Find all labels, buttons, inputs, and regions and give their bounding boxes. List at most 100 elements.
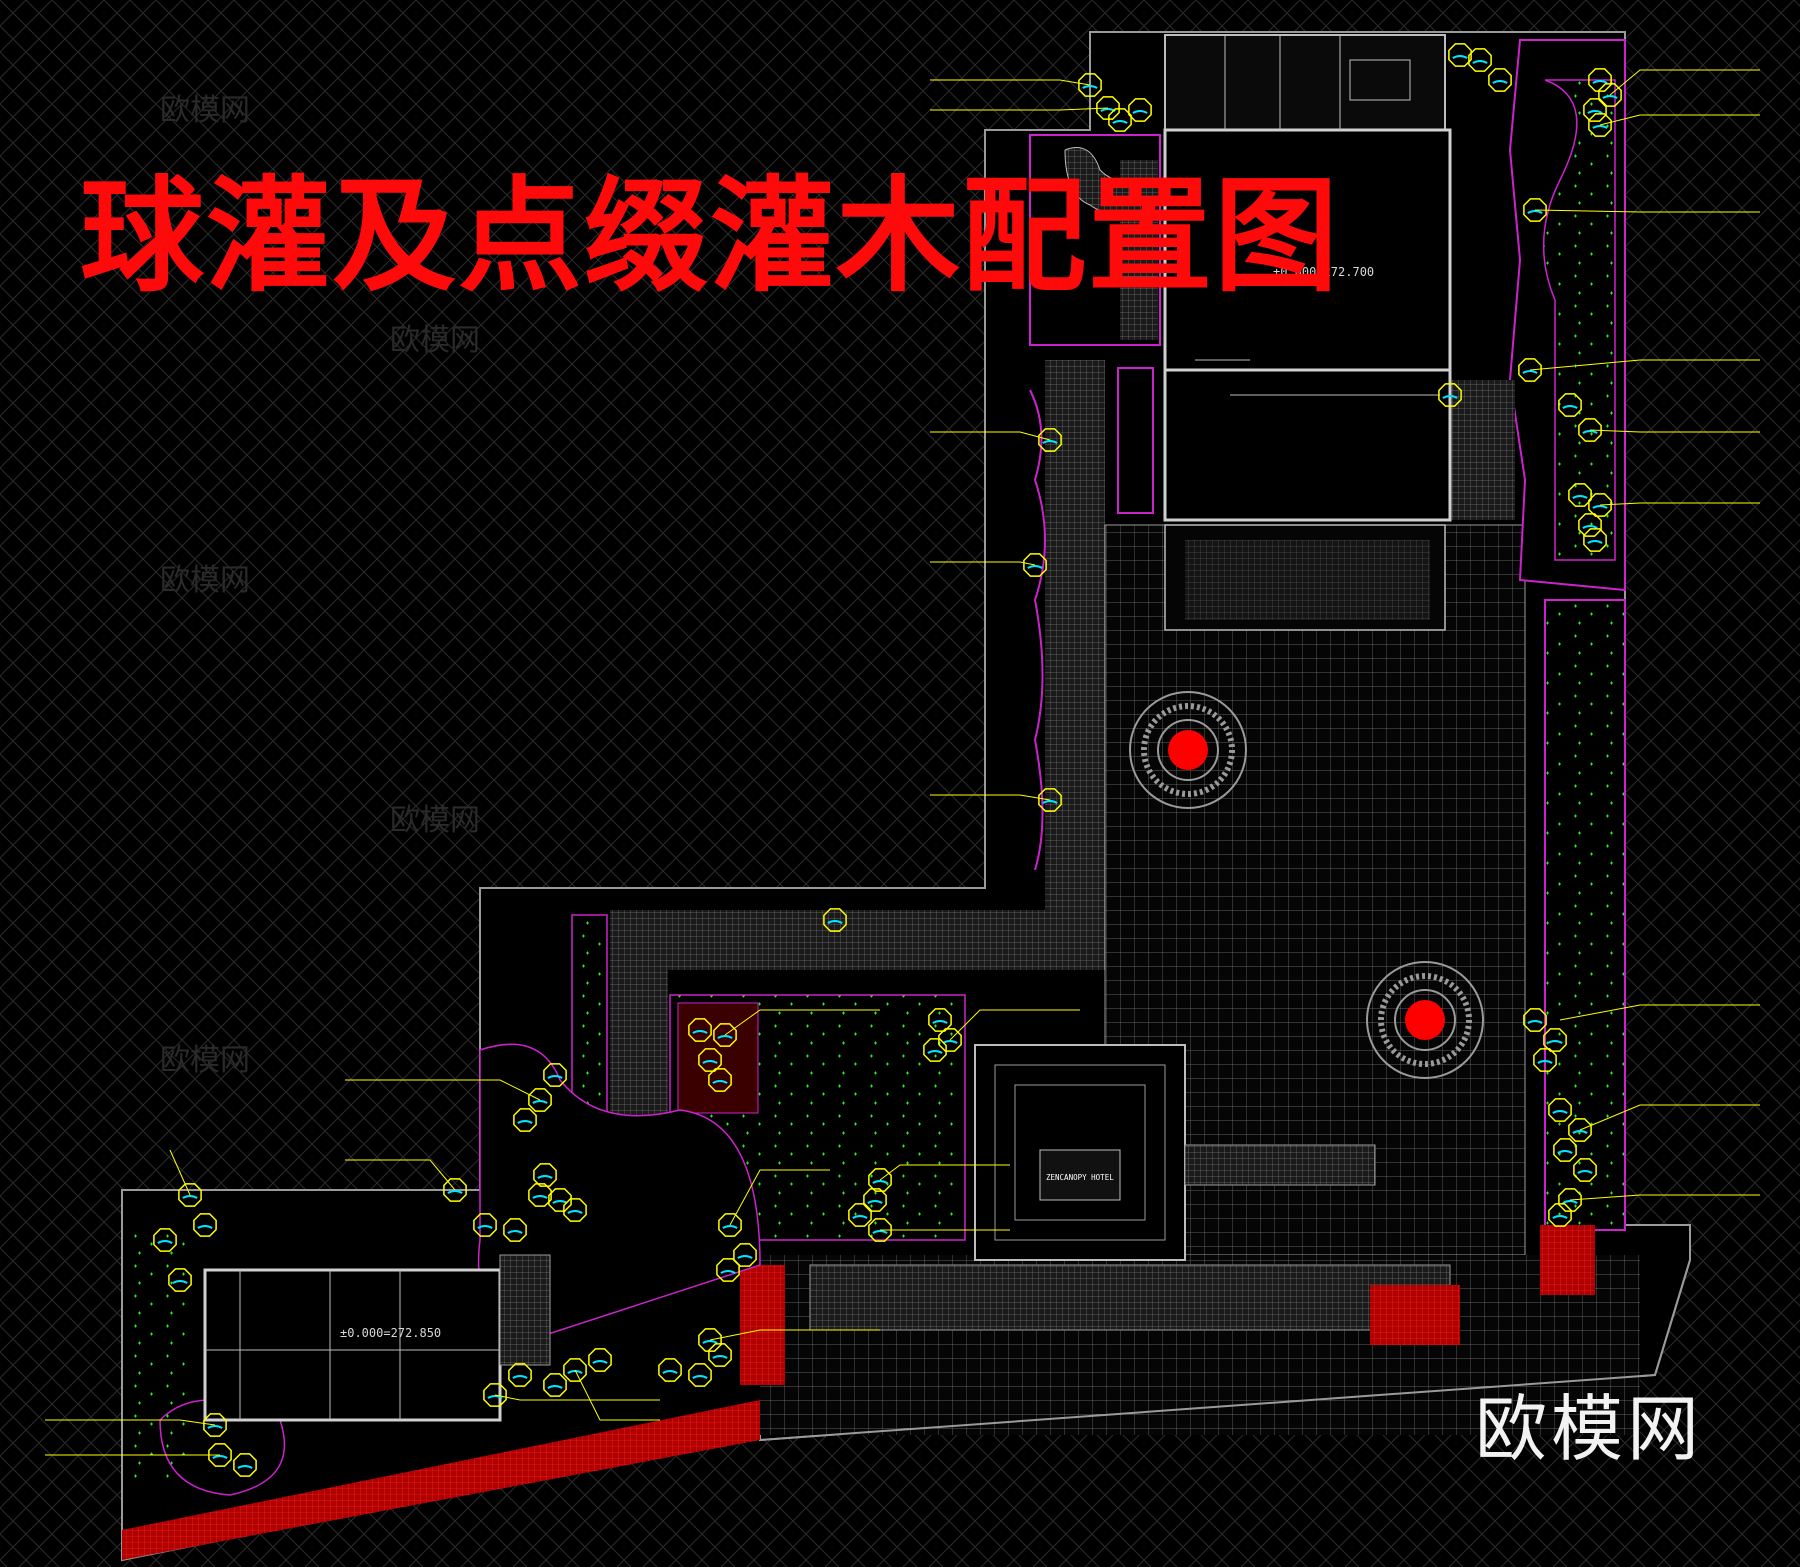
shrub-marker [938,1028,962,1052]
shrub-marker-accent [512,1375,528,1379]
shrub-marker [688,1363,712,1387]
callout-leader [494,1394,660,1401]
shrub-marker-accent [1562,1200,1578,1204]
shrub-marker [1523,1008,1547,1032]
shrub-marker [1518,358,1542,382]
shrub-marker-accent [1587,110,1603,114]
callout-leader [930,794,1051,801]
shrub-marker [733,1243,757,1267]
shrub-marker [193,1213,217,1237]
shrub-marker-accent [702,1060,718,1064]
callout-leader [1599,502,1760,506]
callout-leader [574,1369,660,1421]
shrub-marker-accent [1582,525,1598,529]
callout-leader [879,1164,1010,1181]
shrub-marker-accent [872,1180,888,1184]
shrub-marker [543,1373,567,1397]
shrub-marker-accent [1587,540,1603,544]
shrub-marker [658,1358,682,1382]
shrub-marker [233,1453,257,1477]
shrub-marker-accent [517,1120,533,1124]
shrub-marker-accent [567,1210,583,1214]
shrub-marker [1573,1158,1597,1182]
shrub-marker-accent [157,1240,173,1244]
shrub-marker-accent [932,1020,948,1024]
shrub-marker-accent [477,1225,493,1229]
shrub-marker-accent [172,1280,188,1284]
callout-leader [724,1009,880,1036]
shrub-marker [528,1088,552,1112]
lower-plaza-edge [759,1259,1691,1441]
upper-left-paving [1120,160,1158,340]
callout-leader [949,1009,1080,1041]
shrub-marker [563,1358,587,1382]
shrub-marker-accent [1552,1110,1568,1114]
callout-leader [930,431,1051,441]
shrub-marker-accent [447,1190,463,1194]
shrub-marker-accent [1112,120,1128,124]
shrub-marker [1128,98,1152,122]
shrub-marker-accent [1592,125,1608,129]
shrub-marker [1588,113,1612,137]
shrub-marker-accent [1132,110,1148,114]
callout-leader [930,561,1036,566]
narrow-planter [1117,367,1154,514]
left-narrow-planting [1029,389,1046,871]
callout-leader [1534,209,1760,213]
shrub-marker [1548,1203,1572,1227]
shrub-marker-accent [927,1050,943,1054]
shrub-marker [168,1268,192,1292]
shrub-marker-accent [692,1030,708,1034]
shrub-marker [1583,528,1607,552]
paved-walkway-vertical [1045,360,1105,940]
callout-leader [1599,114,1760,126]
shrub-marker-accent [1582,430,1598,434]
shrub-marker-accent [1572,1130,1588,1134]
shrub-marker [588,1348,612,1372]
shrub-marker [1038,788,1062,812]
callout-leader [345,1159,456,1191]
shrub-marker [528,1183,552,1207]
paved-walkway-horizontal [610,910,1105,970]
shrub-marker [483,1383,507,1407]
shrub-marker [1023,553,1047,577]
shrub-marker-accent [1547,1040,1563,1044]
small-building: ±0.000=272.850 [203,1254,551,1422]
shrub-marker-accent [1492,80,1508,84]
shrub-marker-accent [1027,565,1043,569]
shrub-marker [1548,1098,1572,1122]
shrub-marker-accent [717,1035,733,1039]
shrub-marker-accent [237,1465,253,1469]
shrub-marker-accent [532,1100,548,1104]
shrub-marker-accent [722,1225,738,1229]
shrub-marker-accent [1562,405,1578,409]
shrub-marker-accent [182,1195,198,1199]
svg-text:欧模网: 欧模网 [160,1043,250,1078]
red-paving-right-step [1540,1225,1595,1295]
shrub-marker [928,1008,952,1032]
shrub-marker [1543,1028,1567,1052]
shrub-marker [1533,1048,1557,1072]
shrub-marker-accent [197,1225,213,1229]
shrub-marker-accent [1452,55,1468,59]
shrub-marker [1488,68,1512,92]
shrub-marker-accent [1042,800,1058,804]
shrub-marker [698,1328,722,1352]
shrub-marker [1038,428,1062,452]
callout-leader [45,1419,216,1426]
shrub-marker-accent [1082,85,1098,89]
shrub-marker [1578,418,1602,442]
shrub-marker [823,908,847,932]
callout-leader [1559,1004,1760,1021]
shrub-marker-accent [712,1355,728,1359]
callout-leader [1579,1104,1760,1131]
right-upper-bed [1542,79,1616,561]
shrub-marker [848,1203,872,1227]
shrub-marker [1438,383,1462,407]
callout-leaders [45,69,1760,1456]
shrub-marker [473,1213,497,1237]
shrub-marker [1598,83,1622,107]
shrub-marker [1553,1138,1577,1162]
shrub-marker-accent [547,1385,563,1389]
callout-leader [1609,69,1760,96]
